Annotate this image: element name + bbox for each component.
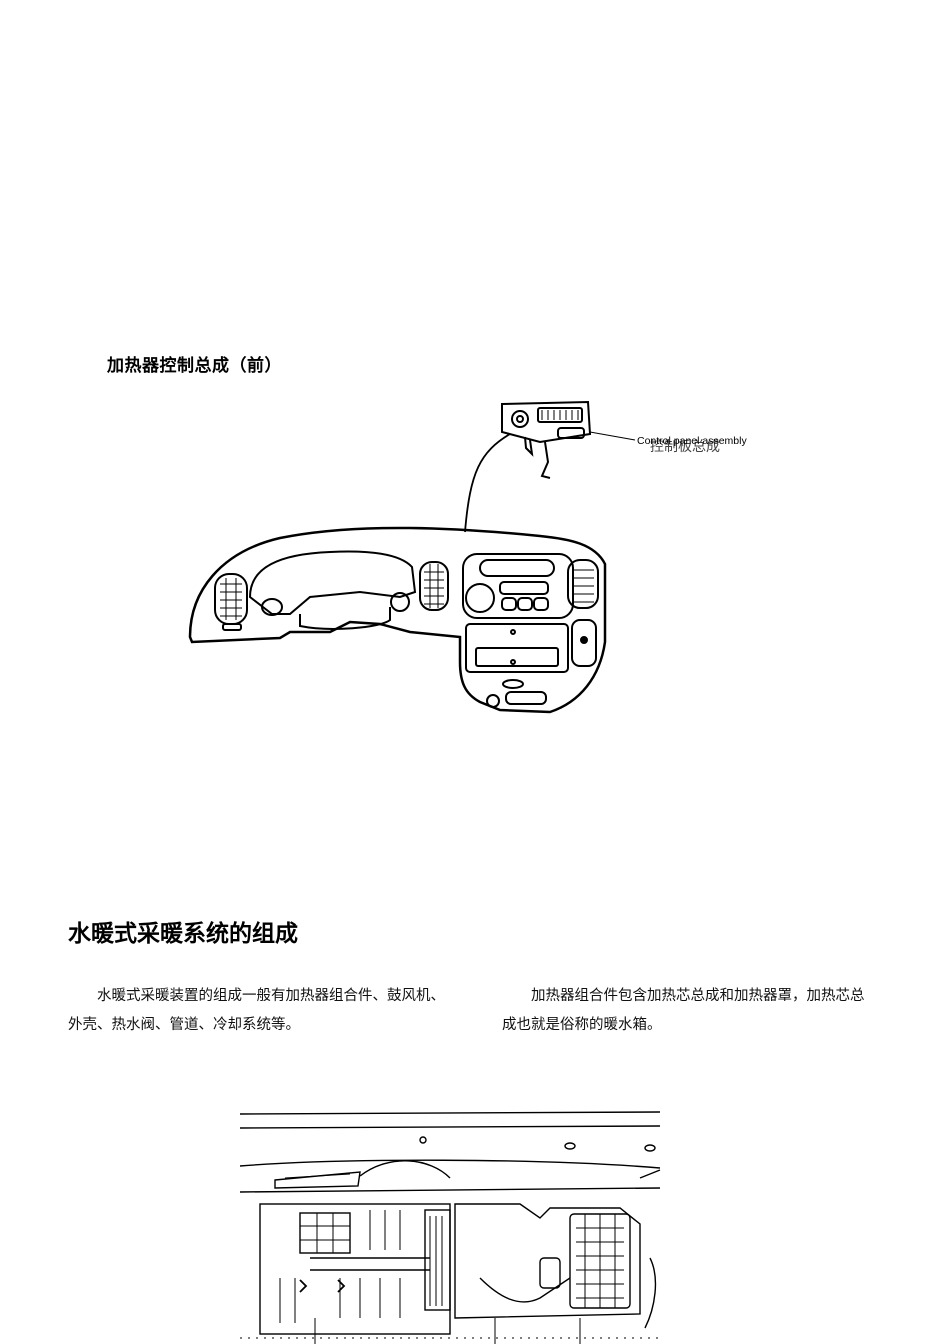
dashboard-illustration: [188, 400, 636, 714]
figure-caption: 加热器控制总成（前）: [107, 356, 282, 376]
dashboard-outline: [188, 526, 607, 714]
heater-assembly-illustration: [240, 1111, 661, 1344]
control-panel-unit: [464, 400, 636, 533]
paragraph-right: 加热器组合件包含加热芯总成和加热器罩，加热芯总成也就是俗称的暖水箱。: [502, 988, 865, 1033]
paragraph-left: 水暖式采暖装置的组成一般有加热器组合件、鼓风机、外壳、热水阀、管道、冷却系统等。: [68, 988, 445, 1033]
section-title: 水暖式采暖系统的组成: [68, 921, 298, 947]
callout-label-zh: 控制板总成: [650, 439, 720, 455]
callout-label-en: Control panel assembly: [637, 435, 747, 447]
